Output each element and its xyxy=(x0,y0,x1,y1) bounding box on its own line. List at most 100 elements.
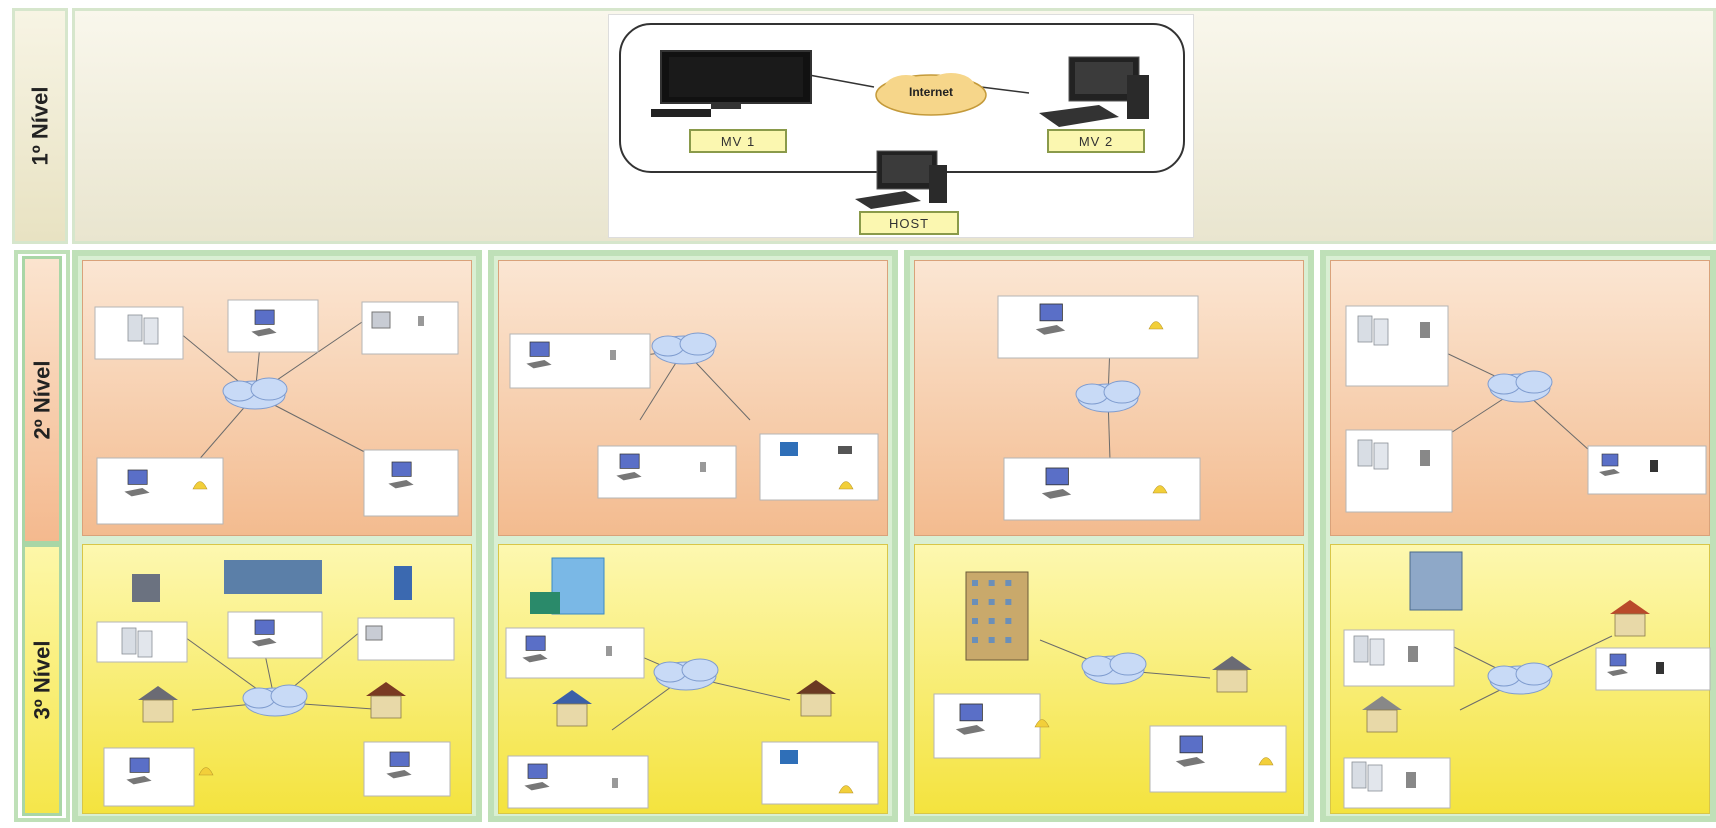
virtualization-diagram: Internet MV 1 MV 2 HOST xyxy=(608,14,1194,238)
device-card xyxy=(1003,457,1201,521)
server-icon xyxy=(137,630,153,658)
lock-icon xyxy=(1420,450,1430,466)
server-icon xyxy=(127,314,143,342)
window xyxy=(972,618,978,624)
house-roof-icon xyxy=(1362,696,1402,710)
printer-icon xyxy=(838,785,854,794)
network-cloud-icon xyxy=(1075,380,1141,413)
building-icon xyxy=(1409,551,1463,611)
office-photo-icon xyxy=(224,560,322,594)
host-label: HOST xyxy=(859,211,959,235)
device-card xyxy=(103,747,195,807)
server-icon xyxy=(1353,635,1369,663)
usb-icon xyxy=(1650,460,1658,472)
device-card xyxy=(597,445,737,499)
device-card xyxy=(96,457,224,525)
window xyxy=(1005,618,1012,624)
house-icon xyxy=(370,695,402,719)
building-icon xyxy=(530,592,560,614)
lock-icon xyxy=(1420,322,1430,338)
window xyxy=(988,637,995,643)
computer-icon xyxy=(251,309,277,337)
window xyxy=(972,580,978,586)
house-icon xyxy=(1614,613,1646,637)
network-cloud-icon xyxy=(1487,662,1553,695)
device-card xyxy=(761,741,879,805)
internet-cloud-icon xyxy=(875,73,987,116)
printer-icon xyxy=(838,481,854,490)
user-icon xyxy=(610,350,616,360)
computer-icon xyxy=(124,469,150,497)
server-icon xyxy=(143,317,159,345)
user-icon xyxy=(418,316,424,326)
computer-icon xyxy=(1175,735,1206,767)
network-cloud-icon xyxy=(222,377,288,410)
house-icon xyxy=(1216,669,1248,693)
server-icon xyxy=(1357,315,1373,343)
device-card xyxy=(363,449,459,517)
house-roof-icon xyxy=(1212,656,1252,670)
computer-icon xyxy=(1035,303,1066,335)
technician-icon xyxy=(394,566,412,600)
mv2-computer-icon xyxy=(1039,56,1149,127)
device-card xyxy=(363,741,451,797)
user-icon xyxy=(606,646,612,656)
monitor-icon xyxy=(780,442,798,456)
monitor-icon xyxy=(780,750,798,764)
device-card xyxy=(759,433,879,501)
user-icon xyxy=(612,778,618,788)
printer-icon xyxy=(1034,719,1050,728)
computer-icon xyxy=(522,635,548,663)
host-computer-icon xyxy=(855,150,947,209)
house-roof-icon xyxy=(1610,600,1650,614)
server-icon xyxy=(1369,638,1385,666)
server-icon xyxy=(1373,442,1389,470)
window xyxy=(1005,580,1012,586)
user-icon xyxy=(700,462,706,472)
server-icon xyxy=(121,627,137,655)
building-icon xyxy=(551,557,605,615)
house-icon xyxy=(1366,709,1398,733)
server-icon xyxy=(1351,761,1367,789)
house-icon xyxy=(142,699,174,723)
computer-icon xyxy=(386,751,412,779)
window xyxy=(988,580,995,586)
router-icon xyxy=(838,446,852,454)
computer-icon xyxy=(616,453,642,481)
network-link xyxy=(254,394,381,461)
level-column-frame xyxy=(14,250,70,822)
internet-cloud-label: Internet xyxy=(908,85,953,99)
printer-icon xyxy=(192,481,208,490)
house-roof-icon xyxy=(552,690,592,704)
device-card xyxy=(505,627,645,679)
window xyxy=(988,599,995,605)
usb-icon xyxy=(1656,662,1664,674)
device-card xyxy=(227,611,323,659)
building-icon xyxy=(965,571,1029,661)
computer-icon xyxy=(1607,653,1628,676)
house-icon xyxy=(800,693,832,717)
printer-icon xyxy=(1148,321,1164,330)
network-cloud-icon xyxy=(653,658,719,691)
window xyxy=(1005,637,1012,643)
computer-icon xyxy=(1041,467,1072,499)
window xyxy=(972,637,978,643)
computer-icon xyxy=(126,757,152,785)
level-1-label: 1º Nível xyxy=(12,8,68,244)
printer-icon xyxy=(1152,485,1168,494)
device-card xyxy=(933,693,1041,759)
level-3-label: 3º Nível xyxy=(22,544,62,816)
printer-icon xyxy=(198,767,214,776)
device-card xyxy=(997,295,1199,359)
lock-icon xyxy=(1408,646,1418,662)
lock-icon xyxy=(1406,772,1416,788)
user-photo-icon xyxy=(132,574,160,602)
level-2-label: 2º Nível xyxy=(22,256,62,544)
house-icon xyxy=(556,703,588,727)
network-cloud-icon xyxy=(1081,652,1147,685)
diagram-connectors xyxy=(808,74,1030,94)
printer-icon xyxy=(371,311,391,329)
window xyxy=(1005,599,1012,605)
server-icon xyxy=(1367,764,1383,792)
